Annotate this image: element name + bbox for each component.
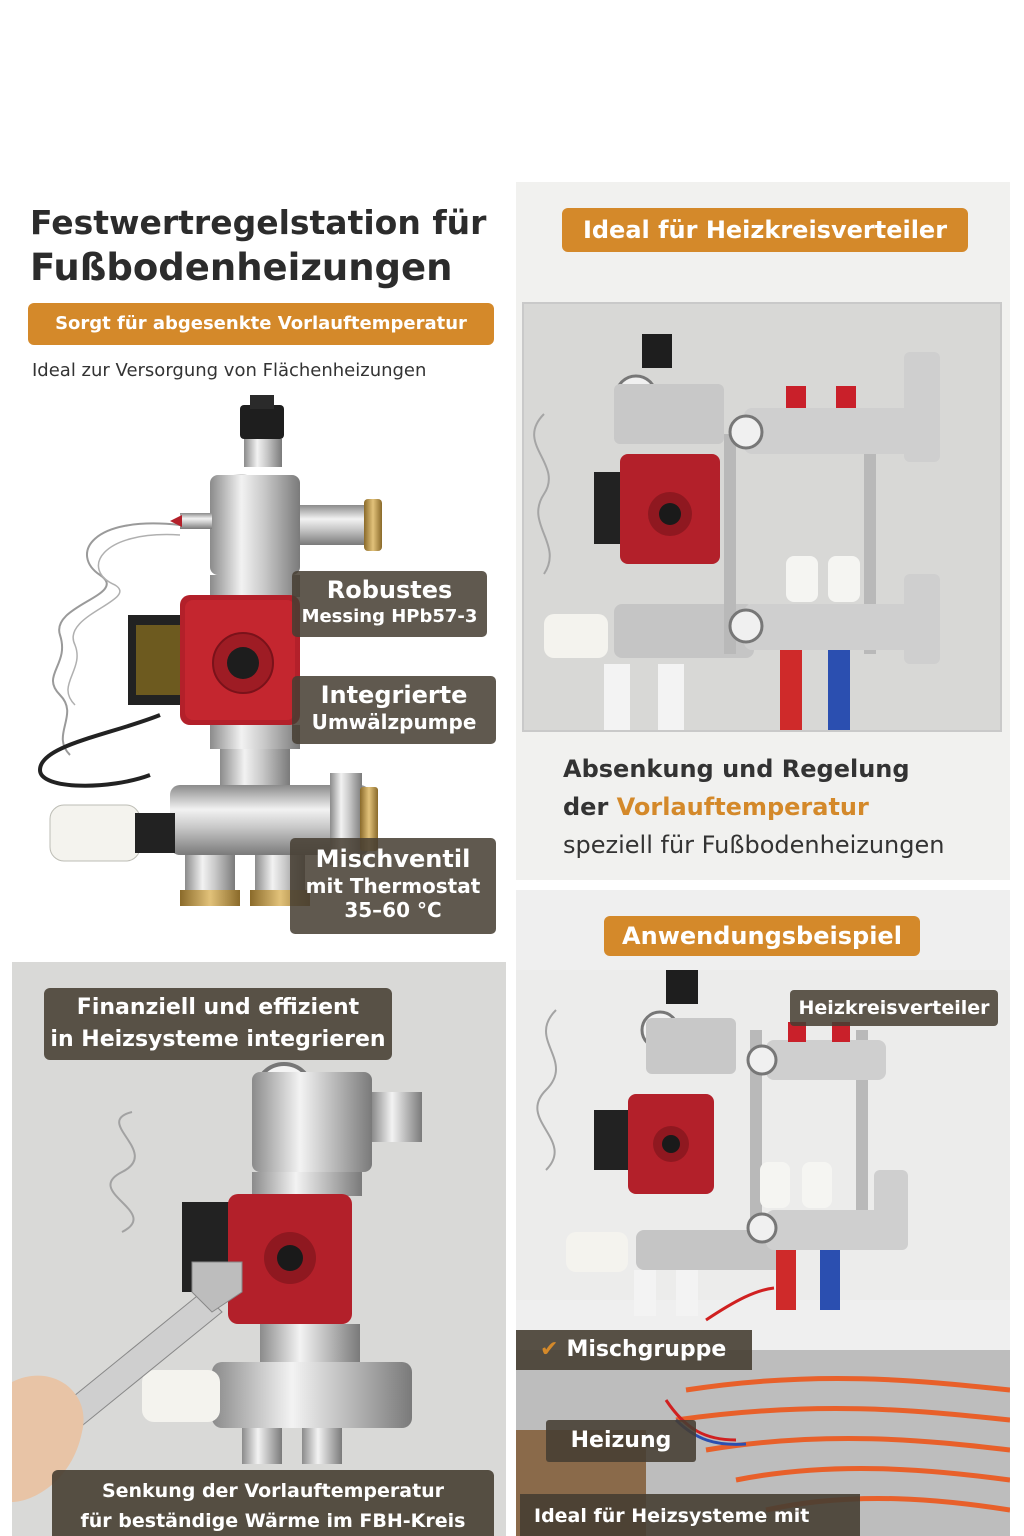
manifold-description: Absenkung und Regelung der Vorlauftemper… [563, 750, 1003, 864]
mixing-group-text: Mischgruppe [566, 1337, 727, 1362]
check-icon: ✔ [540, 1337, 559, 1362]
wrench-installation-image [12, 1062, 422, 1502]
panel-manifold-installation: Ideal für Heizkreisverteiler [516, 182, 1010, 880]
label-mixing-group: ✔ Mischgruppe [516, 1330, 752, 1370]
callout-valve-detail: mit Thermostat [305, 874, 481, 898]
callout-brass: Robustes Messing HPb57-3 [292, 571, 487, 637]
efficiency-line-2: in Heizsysteme integrieren [50, 1027, 386, 1052]
manifold-badge: Ideal für Heizkreisverteiler [562, 208, 968, 252]
manifold-line-1: Absenkung und Regelung [563, 755, 910, 783]
efficiency-caption: Finanziell und effizient in Heizsysteme … [44, 988, 392, 1060]
efficiency-line-1: Finanziell und effizient [76, 995, 360, 1020]
cabinet-photo [522, 302, 1002, 732]
callout-pump-title: Integrierte [320, 681, 468, 709]
callout-valve-title: Mischventil [315, 845, 471, 873]
subtitle-text: Ideal zur Versorgung von Flächenheizunge… [32, 360, 427, 381]
callout-brass-title: Robustes [326, 576, 453, 604]
temperature-line-2: für beständige Wärme im FBH-Kreis [80, 1510, 466, 1532]
product-title: Festwertregelstation für Fußbodenheizung… [30, 200, 500, 291]
panel-installation-wrench: Finanziell und effizient in Heizsysteme … [12, 962, 506, 1536]
panel-application-example: Anwendungsbeispiel [516, 890, 1010, 1536]
callout-mixing-valve: Mischventil mit Thermostat 35–60 °C [290, 838, 496, 934]
callout-pump: Integrierte Umwälzpumpe [292, 676, 496, 744]
label-heating: Heizung [546, 1420, 696, 1462]
manifold-line-2-prefix: der [563, 793, 617, 821]
application-footer: Ideal für Heizsysteme mit [520, 1494, 860, 1536]
title-line-2: Fußbodenheizungen [30, 246, 453, 289]
title-line-1: Festwertregelstation für [30, 203, 487, 242]
temperature-line-1: Senkung der Vorlauftemperatur [101, 1480, 445, 1502]
callout-pump-detail: Umwälzpumpe [311, 710, 477, 734]
feature-badge: Sorgt für abgesenkte Vorlauftemperatur [28, 303, 494, 345]
application-badge: Anwendungsbeispiel [604, 916, 920, 956]
manifold-accent-text: Vorlauftemperatur [616, 793, 869, 821]
callout-valve-temperature: 35–60 °C [344, 898, 442, 922]
manifold-line-2: der Vorlauftemperatur [563, 788, 1003, 826]
temperature-caption: Senkung der Vorlauftemperatur für bestän… [52, 1470, 494, 1536]
manifold-line-3: speziell für Fußbodenheizungen [563, 831, 945, 859]
callout-brass-detail: Messing HPb57-3 [301, 606, 478, 627]
label-heating-manifold: Heizkreisverteiler [790, 990, 998, 1026]
mixing-station-image [37, 395, 382, 906]
installed-manifold-image [524, 304, 1000, 730]
